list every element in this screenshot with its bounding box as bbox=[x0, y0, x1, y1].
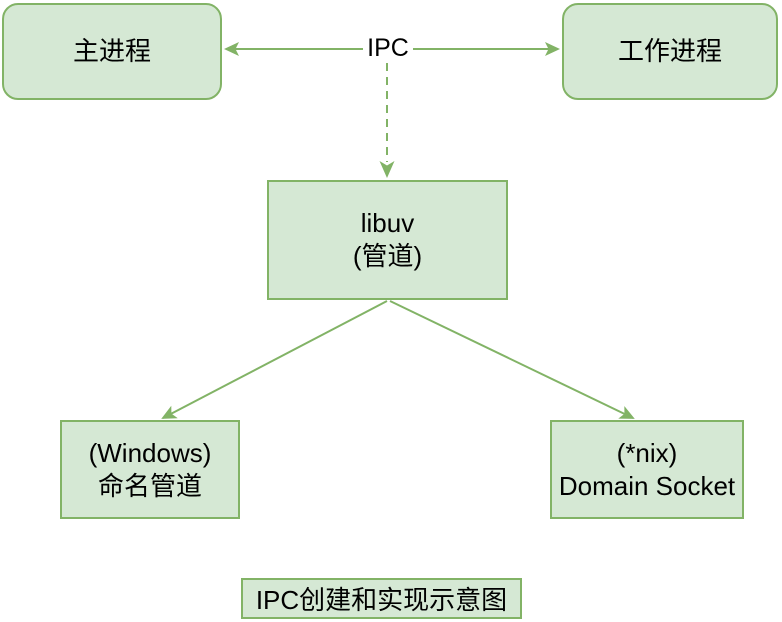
diagram-caption-box: IPC创建和实现示意图 bbox=[241, 578, 522, 619]
node-libuv-label-line1: libuv bbox=[360, 208, 415, 238]
node-main-process-label: 主进程 bbox=[72, 36, 151, 66]
node-windows-named-pipe: (Windows) 命名管道 bbox=[60, 420, 240, 519]
node-main-process: 主进程 bbox=[2, 3, 222, 100]
edge-ipc-libuv-arrowhead bbox=[379, 161, 395, 178]
node-nix-domain-socket: (*nix) Domain Socket bbox=[550, 420, 744, 519]
node-windows-label-line2: 命名管道 bbox=[97, 470, 202, 501]
node-worker-process-label: 工作进程 bbox=[617, 36, 722, 66]
node-nix-label-line1: (*nix) bbox=[616, 437, 678, 468]
edge-libuv-nix bbox=[389, 300, 635, 419]
diagram-caption-text: IPC创建和实现示意图 bbox=[255, 585, 508, 615]
edge-label-ipc: IPC bbox=[363, 33, 413, 63]
edge-label-ipc-text: IPC bbox=[367, 33, 409, 62]
node-worker-process: 工作进程 bbox=[562, 3, 778, 100]
node-nix-label-line2: Domain Socket bbox=[558, 470, 736, 501]
edge-libuv-windows bbox=[161, 300, 388, 419]
node-windows-label-line1: (Windows) bbox=[88, 437, 212, 468]
node-libuv-label-line2: (管道) bbox=[352, 241, 423, 271]
node-libuv: libuv (管道) bbox=[267, 180, 508, 300]
